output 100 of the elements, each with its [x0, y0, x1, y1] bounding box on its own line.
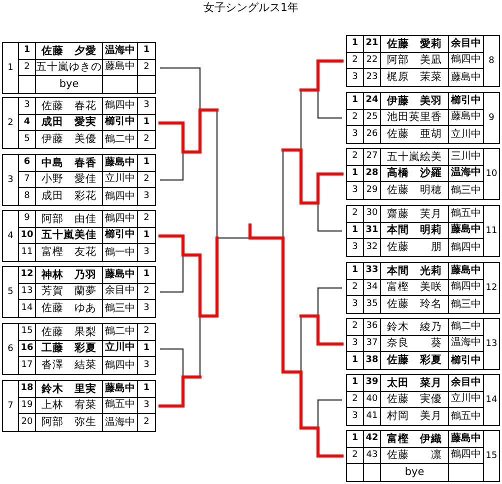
rank-number: 3 — [347, 408, 364, 425]
player-name: 五十嵐ゆきの — [36, 60, 103, 76]
school-name: 櫛引中 — [103, 228, 138, 244]
rank-number: 2 — [347, 448, 364, 464]
group-table — [346, 374, 500, 426]
player-name: 本間 光莉 — [381, 263, 449, 279]
table-row — [347, 392, 484, 408]
seed-number: 33 — [364, 263, 381, 279]
group-number: 3 — [6, 174, 14, 186]
player-name: 富樫 伊織 — [381, 431, 449, 447]
school-name: 立川中 — [449, 126, 484, 143]
school-name: 鶴二中 — [449, 319, 484, 335]
player-name: 富樫 友花 — [36, 244, 103, 261]
rank-number: 2 — [142, 416, 150, 430]
bracket-line — [160, 68, 200, 110]
rank-number: 1 — [347, 375, 364, 391]
seed-number: 18 — [19, 381, 36, 397]
player-name: 富樫 美咲 — [381, 280, 449, 296]
table-row — [18, 155, 155, 172]
school-name: 鶴二中 — [103, 131, 138, 148]
school-name: 藤島中 — [449, 69, 484, 86]
group-table — [346, 318, 500, 370]
group-table — [2, 323, 156, 375]
bracket-line — [300, 314, 320, 318]
school-name: 鶴四中 — [449, 239, 484, 256]
bracket-line — [300, 370, 320, 430]
school-name: 鶴四中 — [103, 211, 138, 227]
seed-number: 10 — [19, 228, 36, 244]
player-name: 鈴木 里実 — [36, 381, 103, 397]
school-name: 鶴一中 — [103, 244, 138, 261]
player-name: 伊藤 美羽 — [381, 93, 449, 109]
table-row — [347, 93, 484, 110]
title: 女子シングルス1年 — [204, 1, 298, 15]
group-number: 15 — [484, 450, 498, 462]
group-number: 13 — [484, 338, 498, 350]
rank-number: 3 — [142, 246, 150, 260]
player-name: 高橋 沙羅 — [381, 166, 449, 182]
seed-number: 8 — [19, 188, 36, 205]
rank-number: 1 — [142, 382, 151, 396]
player-name: 佐藤 凛 — [381, 448, 449, 464]
school-name: 余目中 — [449, 375, 484, 391]
seed-number: 22 — [364, 52, 381, 68]
table-row — [347, 280, 484, 296]
bracket-line — [248, 236, 284, 240]
rank-number: 1 — [347, 431, 364, 447]
seed-number: 16 — [19, 340, 36, 356]
player-name: 太田 菜月 — [381, 375, 449, 391]
player-name: 佐藤 彩夏 — [381, 352, 449, 369]
group-table — [346, 430, 500, 482]
seed-number: 11 — [19, 244, 36, 261]
seed-number: 34 — [364, 280, 381, 296]
rank-number: 2 — [347, 52, 364, 68]
school-name: 藤島中 — [449, 222, 484, 238]
bracket-line — [158, 234, 184, 256]
seed-number: 38 — [364, 352, 381, 369]
school-name: 鶴五中 — [103, 398, 138, 414]
school-name: 温海中 — [103, 43, 138, 59]
rank-number: 3 — [347, 239, 364, 256]
player-name: 阿部 弥生 — [36, 414, 103, 431]
table-row — [347, 319, 484, 336]
rank-number: 2 — [142, 172, 150, 186]
school-name: 立川中 — [103, 172, 138, 188]
player-name: 齋藤 芙月 — [381, 206, 449, 222]
rank-number: 3 — [142, 302, 150, 316]
seed-number: 27 — [364, 149, 381, 165]
bracket-line — [160, 348, 184, 378]
school-name: 鶴三中 — [103, 300, 138, 317]
group-number: 11 — [484, 224, 498, 238]
bracket-line — [316, 172, 344, 204]
bye-label: bye — [381, 464, 449, 481]
rank-number: 1 — [142, 268, 151, 282]
seed-number: 37 — [364, 336, 381, 352]
rank-number: 3 — [142, 99, 150, 112]
school-name: 藤島中 — [449, 431, 484, 447]
player-name: 五十嵐美佳 — [36, 228, 103, 244]
school-name: 鶴五中 — [449, 206, 484, 222]
rank-number: 2 — [347, 110, 364, 126]
bracket-line — [316, 426, 344, 458]
school-name: 鶴三中 — [449, 296, 484, 313]
group-number: 10 — [484, 168, 498, 180]
seed-number: 30 — [364, 206, 381, 222]
group-number: 12 — [484, 282, 498, 294]
rank-number: 2 — [142, 212, 150, 226]
table-row — [18, 398, 155, 414]
table-row — [347, 52, 484, 70]
table-row — [18, 43, 155, 60]
rank-number: 3 — [142, 190, 150, 204]
seed-number: 13 — [19, 284, 36, 300]
player-name: 小野 愛佳 — [36, 172, 103, 188]
school-name: 櫛引中 — [449, 352, 484, 369]
table-row — [347, 375, 484, 392]
seed-number: 32 — [364, 239, 381, 256]
school-name: 鶴五中 — [449, 408, 484, 425]
table-row — [347, 263, 484, 280]
rank-number: 3 — [347, 296, 364, 313]
player-name: 五十嵐絵美 — [381, 149, 449, 165]
seed-number: 26 — [364, 126, 381, 143]
group-number: 8 — [488, 54, 496, 68]
bracket-line — [318, 90, 342, 118]
bye-label: bye — [36, 76, 103, 93]
